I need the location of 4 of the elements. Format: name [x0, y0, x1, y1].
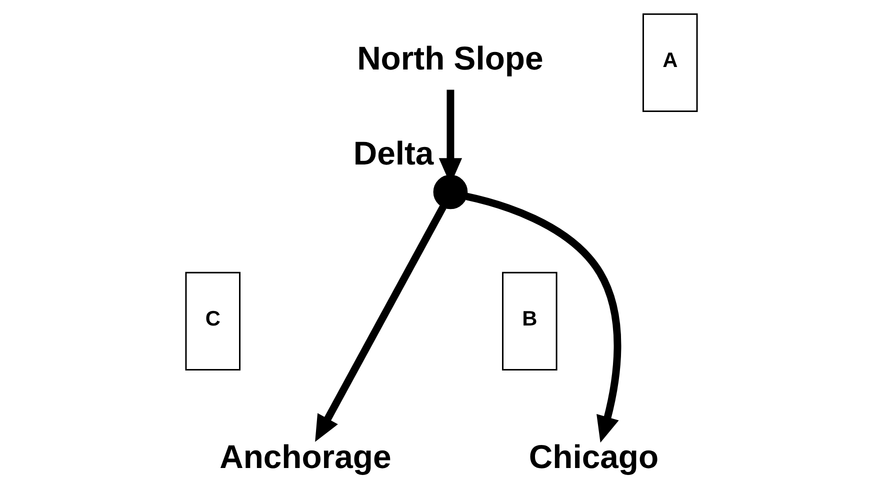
- node-text: Anchorage: [219, 438, 391, 475]
- node-text: Chicago: [528, 438, 658, 475]
- node-label: Delta: [352, 134, 434, 172]
- node-text: North Slope: [356, 40, 543, 77]
